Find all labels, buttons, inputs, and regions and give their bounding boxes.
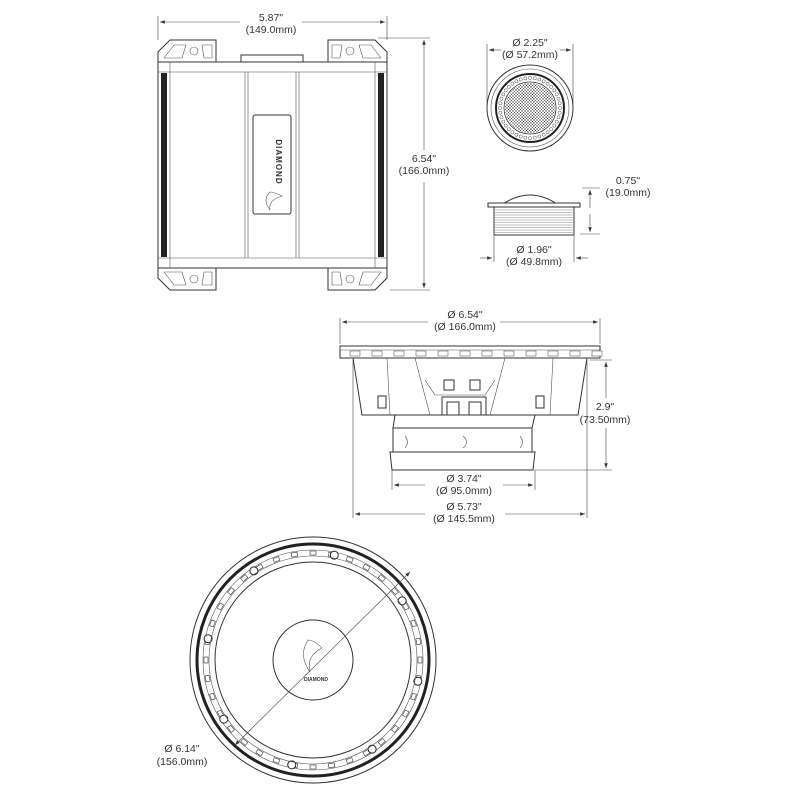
woofer-logo-text: DIAMOND <box>304 677 328 683</box>
woofer-magnet-dia-in: Ø 3.74" <box>446 473 482 485</box>
amplifier-logo-plate <box>252 114 292 215</box>
amp-height-in: 6.54" <box>412 153 436 165</box>
amp-height-mm: (166.0mm) <box>399 165 450 177</box>
heatsink-left <box>161 73 167 257</box>
tweeter-face-dia-in: Ø 2.25" <box>512 37 548 49</box>
mount-bracket-top-left <box>157 39 217 63</box>
tweeter-body-dia-mm: (Ø 49.8mm) <box>506 256 562 268</box>
heatsink-right <box>378 73 384 257</box>
woofer-dust-cap <box>272 619 354 701</box>
terminal-right <box>469 379 481 391</box>
amplifier-logo-text: DIAMOND <box>274 139 283 184</box>
tweeter-depth-mm: (19.0mm) <box>606 187 651 199</box>
tweeter-face-dia-mm: (Ø 57.2mm) <box>502 49 558 61</box>
woofer-cone-dia-mm: (156.0mm) <box>157 756 208 768</box>
woofer-depth-in: 2.9" <box>596 401 615 413</box>
woofer-depth-mm: (73.50mm) <box>580 414 631 426</box>
woofer-side-view: Ø 6.54" (Ø 166.0mm) 2.9" (73.50mm) Ø 3.7… <box>339 309 631 525</box>
woofer-front-view: DIAMOND Ø 6.14" (156.0mm) <box>157 536 437 784</box>
woofer-cone-dia-in: Ø 6.14" <box>164 743 200 755</box>
mount-bracket-bottom-right <box>327 267 388 291</box>
woofer-magnet-dia-mm: (Ø 95.0mm) <box>436 485 492 497</box>
woofer-cutout-dia-in: Ø 5.73" <box>446 501 482 513</box>
tweeter-mesh-grille <box>505 83 555 133</box>
tweeter-grille-ring <box>498 76 562 140</box>
tweeter-front-view: Ø 2.25" (Ø 57.2mm) <box>486 37 574 152</box>
woofer-flange-dia-mm: (Ø 166.0mm) <box>434 321 496 333</box>
amplifier-top-view: DIAMOND 5.87" (149.0mm) 6.54" (166.0mm) <box>157 12 450 291</box>
mount-bracket-bottom-left <box>157 267 217 291</box>
terminal-left <box>443 379 455 391</box>
tweeter-side-view: 0.75" (19.0mm) Ø 1.96" (Ø 49.8mm) <box>480 175 650 268</box>
amp-width-in: 5.87" <box>259 12 283 24</box>
tweeter-body-ribs <box>495 209 573 233</box>
woofer-mounting-ring <box>203 550 423 770</box>
mount-bracket-top-right <box>327 39 388 63</box>
tweeter-body-dia-in: Ø 1.96" <box>516 244 552 256</box>
tweeter-depth-in: 0.75" <box>616 175 640 187</box>
woofer-magnet <box>392 427 533 453</box>
woofer-cutout-dia-mm: (Ø 145.5mm) <box>433 513 495 525</box>
amp-width-mm: (149.0mm) <box>246 24 297 36</box>
cone-diameter-line <box>234 571 411 746</box>
woofer-flange-dia-in: Ø 6.54" <box>447 309 483 321</box>
diamond-logo-icon <box>265 191 283 211</box>
